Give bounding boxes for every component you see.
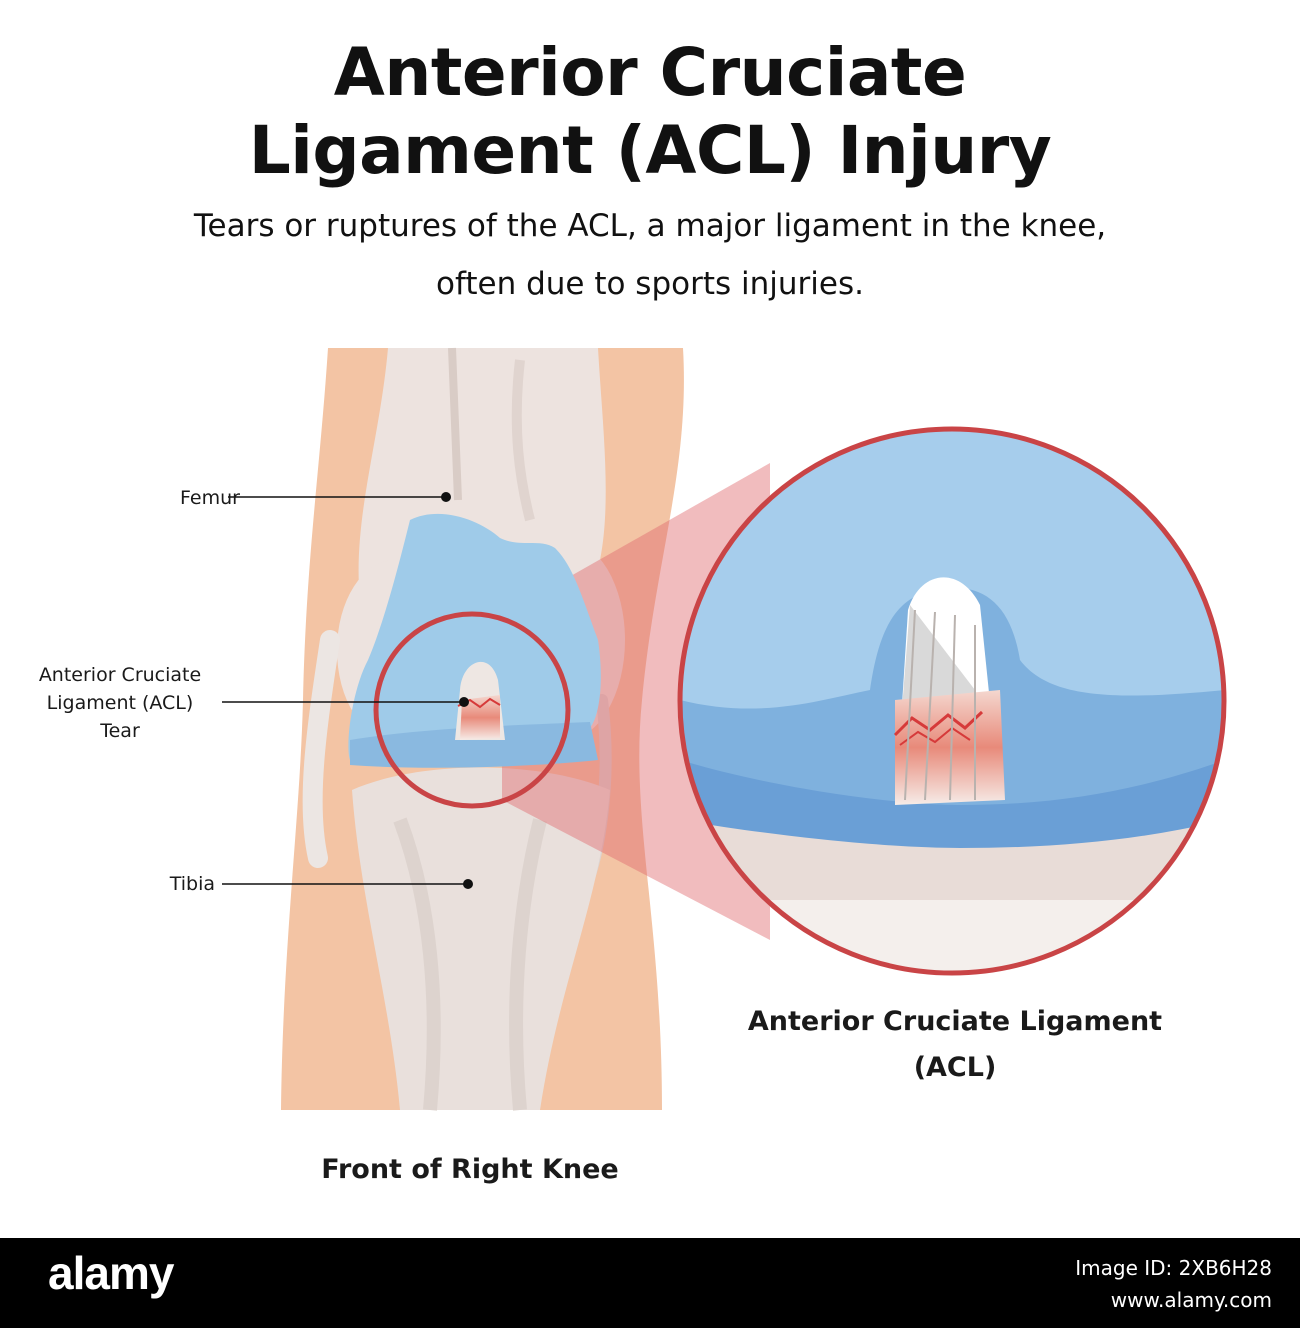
watermark-bar <box>0 1238 1300 1328</box>
acl-tear-label-line-1: Anterior Cruciate <box>20 662 220 689</box>
site-url-text: www.alamy.com <box>1111 1288 1272 1312</box>
image-id-text: Image ID: 2XB6H28 <box>1075 1256 1272 1280</box>
acl-tear-label-line-3: Tear <box>20 718 220 745</box>
acl-tear-label-line-2: Ligament (ACL) <box>20 690 220 717</box>
brand-logo: alamy <box>48 1246 173 1300</box>
femur-label: Femur <box>130 485 240 512</box>
zoom-caption-line-2: (ACL) <box>690 1050 1220 1086</box>
tibia-label: Tibia <box>110 871 215 898</box>
zoom-caption-line-1: Anterior Cruciate Ligament <box>690 1004 1220 1040</box>
knee-caption: Front of Right Knee <box>260 1152 680 1188</box>
